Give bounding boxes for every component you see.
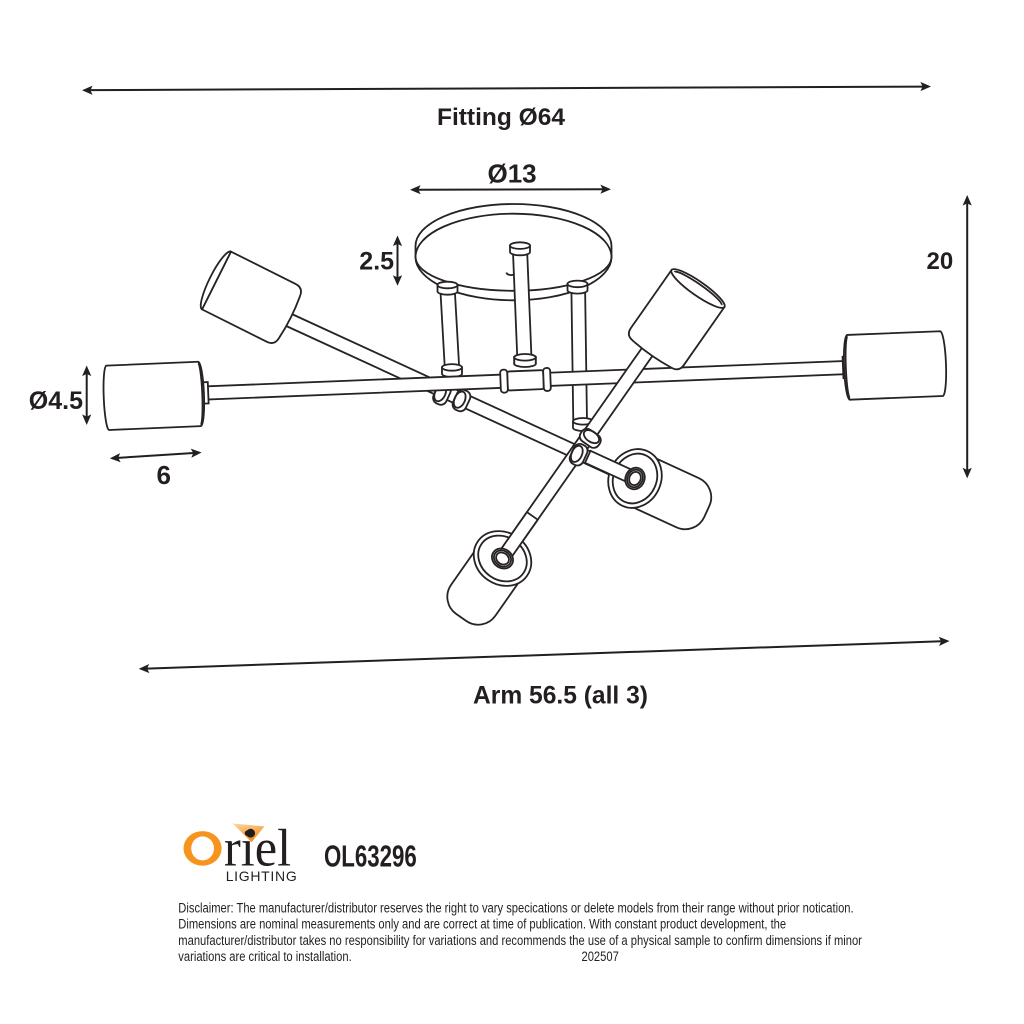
svg-text:Fitting Ø64: Fitting Ø64 bbox=[437, 104, 565, 131]
svg-text:Arm 56.5 (all 3): Arm 56.5 (all 3) bbox=[473, 683, 648, 710]
svg-text:manufacturer/distributor takes: manufacturer/distributor takes no respon… bbox=[178, 933, 862, 948]
svg-text:Ø13: Ø13 bbox=[488, 159, 537, 189]
svg-text:variations are critical to ins: variations are critical to installation. bbox=[178, 949, 351, 964]
svg-text:Dimensions are nominal measure: Dimensions are nominal measurements only… bbox=[178, 917, 786, 932]
svg-text:OL63296: OL63296 bbox=[324, 839, 417, 873]
svg-text:riel: riel bbox=[224, 820, 291, 878]
svg-text:2.5: 2.5 bbox=[359, 247, 394, 275]
svg-text:Disclaimer: The manufacturer/d: Disclaimer: The manufacturer/distributor… bbox=[178, 900, 853, 915]
svg-text:20: 20 bbox=[927, 248, 954, 275]
svg-text:202507: 202507 bbox=[582, 949, 619, 964]
svg-text:Ø4.5: Ø4.5 bbox=[29, 387, 83, 415]
svg-text:LIGHTING: LIGHTING bbox=[226, 868, 298, 884]
svg-text:6: 6 bbox=[157, 460, 171, 490]
